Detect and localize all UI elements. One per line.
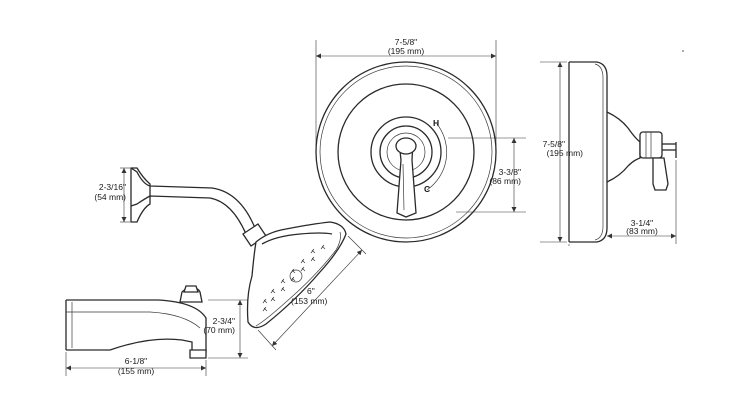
hot-mark: H [433,118,439,128]
dimension-trim-width: 7-5/8" (195 mm) [315,37,497,148]
dimension-flange-height: 2-3/16" (54 mm) [94,167,130,223]
valve-lever-handle [395,137,417,218]
side-handle [639,131,677,191]
dimension-spout-length: 6-1/8" (155 mm) [65,352,207,376]
shower-arm [130,167,267,247]
tub-spout [65,285,207,359]
cold-mark: C [424,184,430,194]
trim-height-imperial: 7-5/8" [543,139,565,149]
trim-height-metric: (195 mm) [547,148,584,158]
valve-trim-side-view [568,61,677,243]
spout-height-metric: (70 mm) [203,325,235,335]
spout-length-metric: (155 mm) [118,366,155,376]
showerhead [246,221,347,329]
spout-height-imperial: 2-3/4" [213,316,235,326]
showerhead-diameter-imperial: 6" [307,286,315,296]
dimension-trim-projection: 3-1/4" (83 mm) [568,160,677,246]
handle-offset-imperial: 3-3/8" [499,167,521,177]
flange-height-metric: (54 mm) [94,192,126,202]
dimension-handle-offset: 3-3/8" (86 mm) [448,137,526,213]
dimension-spout-height: 2-3/4" (70 mm) [203,299,248,359]
showerhead-diameter-metric: (153 mm) [291,296,328,306]
registration-dot [682,50,684,52]
dimension-showerhead-diameter: 6" (153 mm) [257,235,367,351]
spout-length-imperial: 6-1/8" [125,356,147,366]
handle-offset-metric: (86 mm) [489,176,521,186]
trim-projection-metric: (83 mm) [626,226,658,236]
trim-width-metric: (195 mm) [388,46,425,56]
flange-height-imperial: 2-3/16" [99,182,126,192]
trim-projection-imperial: 3-1/4" [631,218,653,228]
diverter-knob [179,285,203,303]
valve-trim-front-view: H C [315,61,497,243]
trim-width-imperial: 7-5/8" [395,37,417,47]
dimension-trim-height: 7-5/8" (195 mm) [540,61,584,243]
